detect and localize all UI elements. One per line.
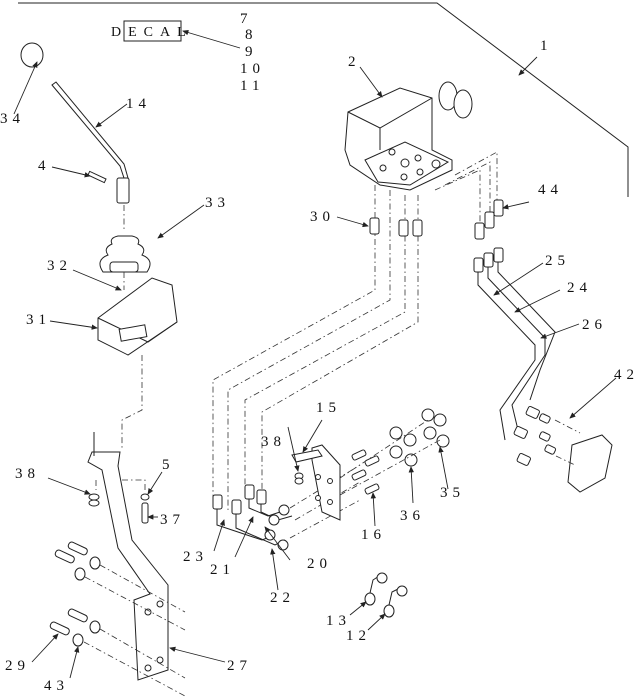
callout-20: 20	[307, 556, 332, 572]
decal-item-7: 7	[240, 11, 253, 27]
callout-32: 32	[47, 258, 72, 274]
callout-34: 34	[0, 111, 25, 127]
callout-30: 30	[310, 209, 335, 225]
callout-22: 22	[270, 590, 295, 606]
decal-box	[123, 20, 182, 42]
mounting-bracket	[87, 432, 169, 681]
callout-13: 13	[326, 613, 351, 629]
rubber-boot	[99, 235, 151, 273]
decal-label: DECAL	[111, 25, 193, 40]
callout-labels: 1 2 34 14 4 33 32 31 30 44 25 24 26 42 1…	[0, 38, 639, 694]
decal-item-10: 10	[240, 61, 265, 77]
callout-29: 29	[5, 658, 30, 674]
callout-23: 23	[183, 549, 208, 565]
joystick-housing	[97, 277, 178, 356]
callout-12: 12	[346, 628, 371, 644]
callout-1: 1	[540, 38, 553, 54]
callout-42: 42	[614, 367, 639, 383]
decal-item-11: 11	[240, 78, 264, 94]
control-lever	[20, 42, 130, 204]
callout-26: 26	[582, 317, 607, 333]
bulkhead-plate	[291, 444, 341, 521]
callout-16: 16	[361, 527, 386, 543]
callout-36: 36	[400, 508, 425, 524]
bulkhead-connectors	[339, 408, 450, 496]
callout-14: 14	[126, 96, 151, 112]
assembly-bracket-line	[18, 2, 629, 197]
callout-24: 24	[567, 280, 592, 296]
callout-43: 43	[44, 678, 69, 694]
callout-37: 37	[160, 512, 185, 528]
callout-31: 31	[26, 312, 51, 328]
hydraulic-tubes-right	[473, 247, 556, 466]
decal-item-list: 7 8 9 10 11	[240, 11, 265, 94]
callout-5: 5	[162, 457, 175, 473]
callout-4: 4	[38, 158, 51, 174]
callout-leaders	[13, 56, 617, 679]
callout-2: 2	[348, 54, 361, 70]
connection-lines	[212, 151, 498, 510]
bolts-washers	[49, 541, 186, 697]
callout-33: 33	[205, 195, 230, 211]
decal-item-8: 8	[245, 27, 258, 43]
clamp-clips	[364, 572, 408, 618]
callout-15: 15	[316, 400, 341, 416]
manifold-block	[538, 413, 613, 493]
callout-38-left: 38	[15, 466, 40, 482]
callout-44: 44	[538, 182, 563, 198]
callout-27: 27	[227, 658, 252, 674]
control-valve	[344, 81, 473, 191]
callout-21: 21	[210, 562, 235, 578]
fittings	[369, 199, 504, 240]
callout-25: 25	[545, 253, 570, 269]
decal-leader	[182, 29, 241, 49]
callout-38-right: 38	[261, 434, 286, 450]
callout-35: 35	[440, 485, 465, 501]
decal-item-9: 9	[245, 44, 258, 60]
